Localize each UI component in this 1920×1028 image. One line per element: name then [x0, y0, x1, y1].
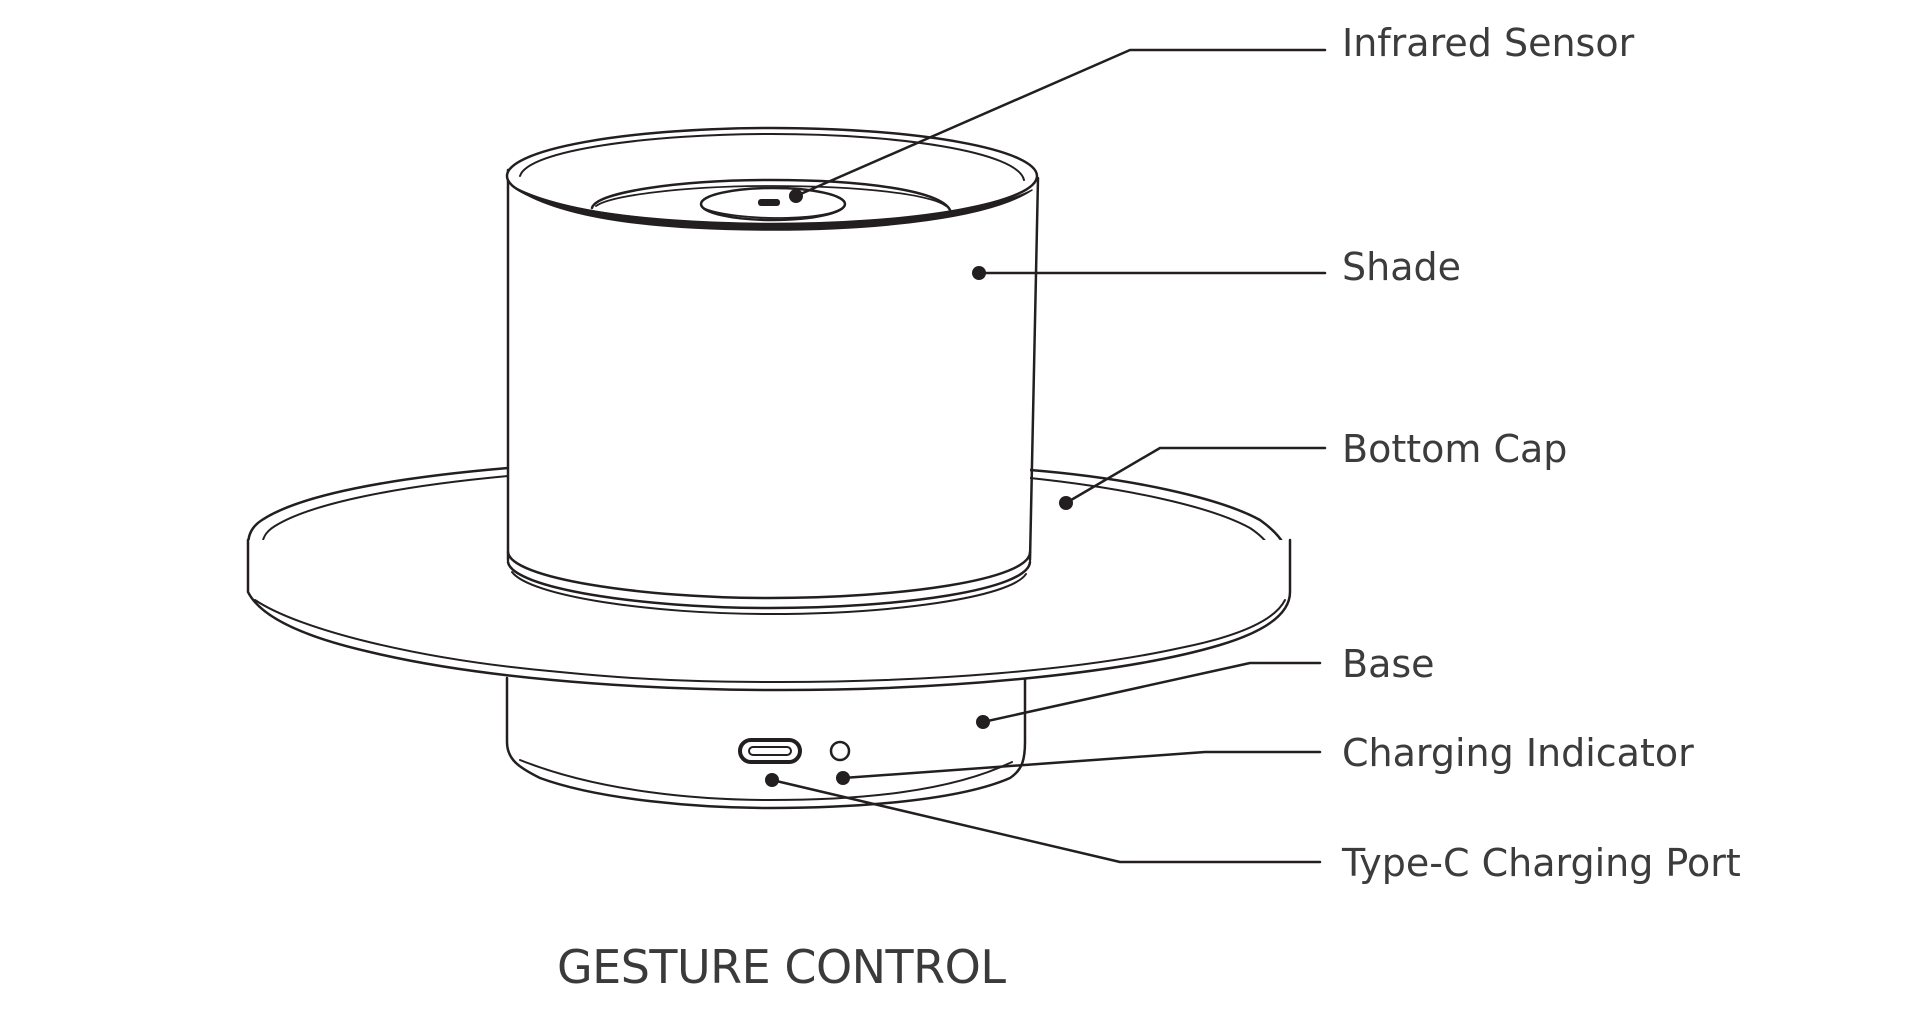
usb-c-port	[738, 738, 802, 764]
diagram-caption: GESTURE CONTROL	[557, 940, 1006, 994]
leader-base	[981, 661, 1322, 724]
dot-type-c-port	[765, 773, 779, 787]
dot-infrared-sensor	[789, 189, 803, 203]
dot-shade	[972, 266, 986, 280]
charging-indicator-led	[829, 740, 851, 762]
leader-type-c-port	[770, 778, 1322, 864]
leader-lines	[770, 48, 1327, 864]
label-charging-indicator: Charging Indicator	[1342, 731, 1694, 775]
base-body	[505, 676, 1027, 810]
shade-cylinder	[505, 126, 1040, 615]
leader-infrared-sensor	[794, 48, 1327, 198]
dot-charging-indicator	[836, 771, 850, 785]
leader-dots	[765, 189, 1073, 787]
dot-base	[976, 715, 990, 729]
label-bottom-cap: Bottom Cap	[1342, 427, 1568, 471]
leader-charging-indicator	[841, 750, 1322, 780]
label-infrared-sensor: Infrared Sensor	[1342, 21, 1635, 65]
leader-bottom-cap	[1064, 446, 1327, 505]
label-type-c-port: Type-C Charging Port	[1342, 841, 1741, 885]
label-base: Base	[1342, 642, 1435, 686]
label-shade: Shade	[1342, 245, 1461, 289]
dot-bottom-cap	[1059, 496, 1073, 510]
